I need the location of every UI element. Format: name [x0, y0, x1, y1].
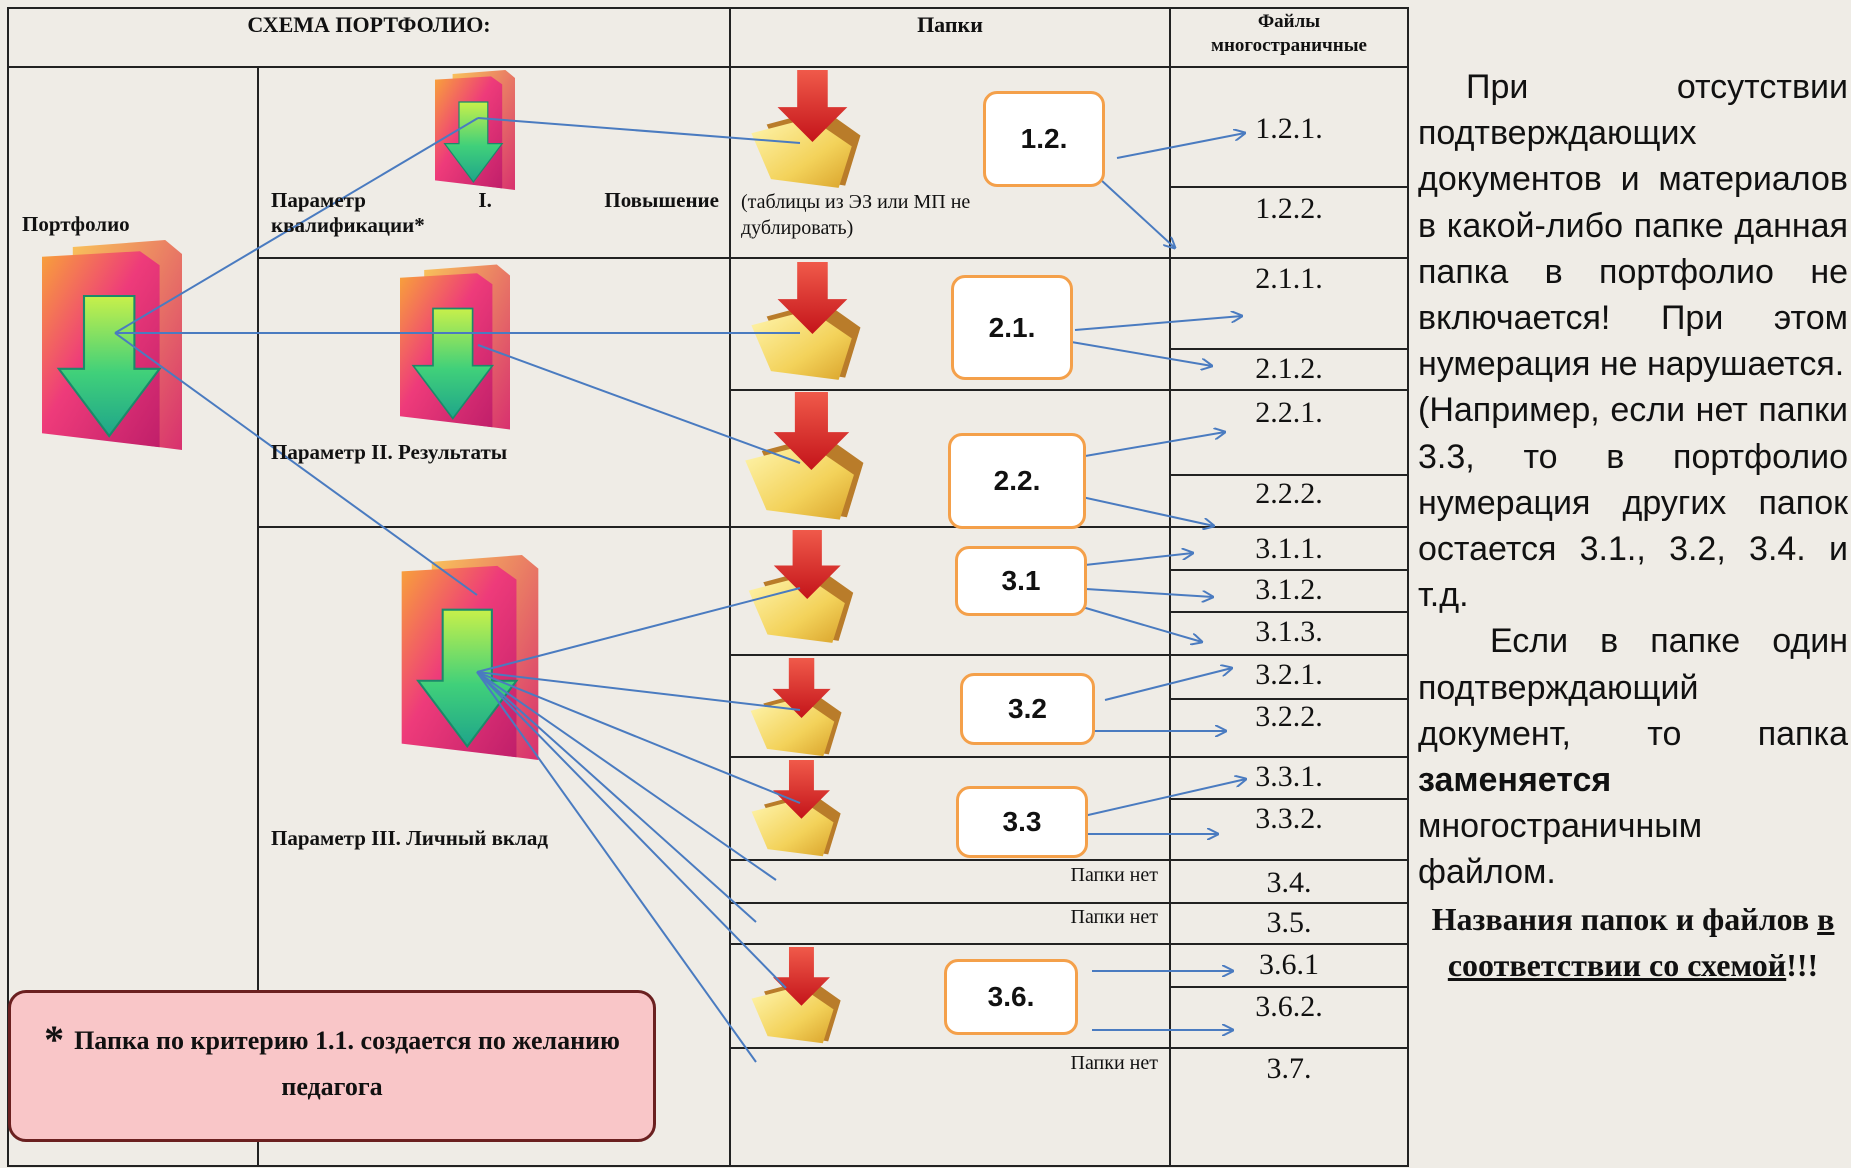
- instructions-p3: Если в папке один подтверждающий докумен…: [1418, 618, 1848, 895]
- file-3-6-2: 3.6.2.: [1255, 990, 1323, 1023]
- file-1-2-2: 1.2.2.: [1255, 192, 1323, 225]
- param1-label: Параметр I. Повышение квалификации*: [271, 188, 719, 238]
- portfolio-folder-icon: [40, 240, 184, 450]
- header-files-line1: Файлы: [1257, 11, 1321, 32]
- file-1-2-1: 1.2.1.: [1255, 112, 1323, 145]
- instructions-p4: Названия папок и файлов в соответствии с…: [1418, 896, 1848, 988]
- file-3-7: 3.7.: [1266, 1052, 1312, 1085]
- instructions-p4b: в соответствии со схемой: [1447, 900, 1835, 983]
- folder-1-2-icon: [751, 70, 861, 188]
- file-3-2-2: 3.2.2.: [1255, 700, 1323, 733]
- file-2-1-2: 2.1.2.: [1255, 352, 1323, 385]
- file-2-2-1: 2.2.1.: [1255, 396, 1323, 429]
- footnote-box: *Папка по критерию 1.1. создается по жел…: [8, 990, 656, 1142]
- param1-word3: Повышение: [604, 188, 719, 212]
- no-folder-3-4: Папки нет: [1070, 864, 1159, 886]
- badge-3-6: 3.6.: [944, 959, 1078, 1035]
- file-2-1-1: 2.1.1.: [1255, 262, 1323, 295]
- no-folder-3-5: Папки нет: [1070, 906, 1159, 928]
- file-3-1-3: 3.1.3.: [1255, 615, 1323, 648]
- param1-word2: I.: [478, 188, 492, 212]
- badge-3-1: 3.1: [955, 546, 1087, 616]
- badge-2-2: 2.2.: [948, 433, 1086, 529]
- param1-folder-icon: [434, 70, 516, 190]
- param1-word1: Параметр: [271, 188, 366, 212]
- file-3-6-1: 3.6.1: [1259, 948, 1319, 981]
- file-3-1-2: 3.1.2.: [1255, 573, 1323, 606]
- instructions-p4a: Названия папок и файлов: [1431, 900, 1818, 937]
- instructions-p3b: заменяется: [1418, 761, 1612, 800]
- file-3-3-1: 3.3.1.: [1255, 760, 1323, 793]
- header-files-line2: многостраничные: [1211, 35, 1367, 56]
- file-arrows: [1047, 133, 1246, 1030]
- footnote-text: Папка по критерию 1.1. создается по жела…: [74, 1026, 620, 1101]
- file-3-4: 3.4.: [1266, 866, 1312, 899]
- file-3-1-1: 3.1.1.: [1255, 532, 1323, 565]
- no-folder-3-7: Папки нет: [1070, 1052, 1159, 1074]
- folder-note: (таблицы из ЭЗ или МП не дублировать): [741, 191, 971, 239]
- file-3-5: 3.5.: [1266, 906, 1312, 939]
- badge-3-3: 3.3: [956, 786, 1088, 858]
- badge-2-1: 2.1.: [951, 275, 1073, 380]
- folder-3-2-icon: [750, 658, 842, 757]
- folder-3-3-icon: [751, 760, 841, 857]
- instructions-p3c: многостраничным файлом.: [1418, 807, 1703, 892]
- footnote-star: *: [44, 1017, 65, 1062]
- connector-lines: [114, 117, 801, 1063]
- folder-3-1-icon: [748, 530, 854, 643]
- badge-3-2: 3.2: [960, 673, 1095, 745]
- instructions-p1: При отсутствии подтверждающих документов…: [1418, 68, 1848, 384]
- param2-folder-icon: [400, 263, 510, 431]
- file-3-3-2: 3.3.2.: [1255, 802, 1323, 835]
- instructions-p4c: !!!: [1786, 946, 1819, 983]
- param2-label: Параметр II. Результаты: [271, 440, 508, 464]
- badge-1-2: 1.2.: [983, 91, 1105, 187]
- param1-line2: квалификации*: [271, 213, 425, 237]
- folder-2-2-icon: [745, 392, 864, 520]
- file-2-2-2: 2.2.2.: [1255, 477, 1323, 510]
- portfolio-label: Портфолио: [22, 212, 130, 236]
- file-3-2-1: 3.2.1.: [1255, 658, 1323, 691]
- table-grid: [7, 7, 1409, 1167]
- instructions-text: При отсутствии подтверждающих документов…: [1418, 64, 1848, 988]
- folder-2-1-icon: [751, 262, 861, 380]
- header-files: Файлы многостраничные: [1170, 10, 1408, 58]
- header-schema: СХЕМА ПОРТФОЛИО:: [247, 12, 491, 37]
- folder-3-6-icon: [751, 947, 841, 1044]
- param3-label: Параметр III. Личный вклад: [271, 826, 548, 850]
- instructions-p3a: Если в папке один подтверждающий докумен…: [1418, 622, 1848, 753]
- instructions-p2: (Например, если нет папки 3.3, то в порт…: [1418, 391, 1848, 615]
- header-folders: Папки: [917, 12, 983, 37]
